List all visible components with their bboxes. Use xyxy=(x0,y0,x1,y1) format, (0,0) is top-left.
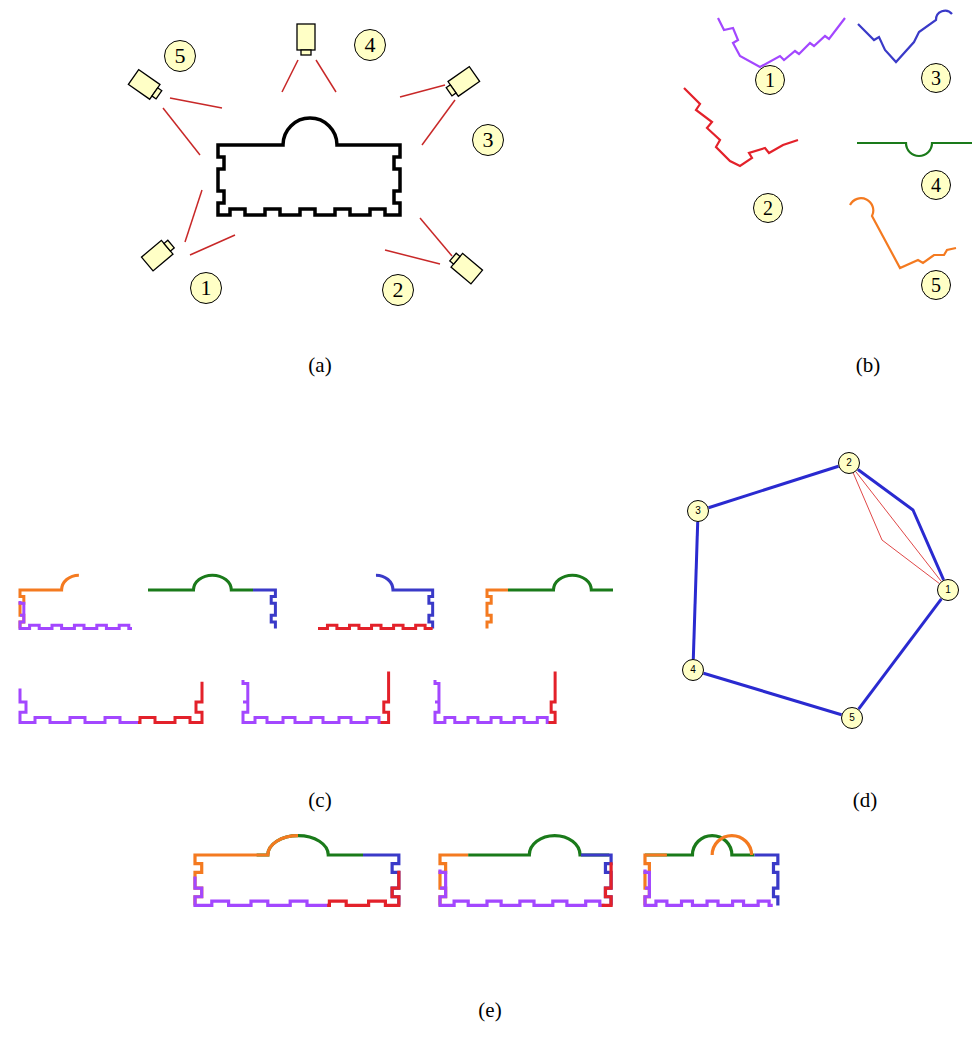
callout-circle: 1 xyxy=(755,65,785,95)
graph-edge xyxy=(859,599,942,709)
callout-circle: 5 xyxy=(921,270,951,300)
graph-edge xyxy=(709,466,839,507)
building-outline xyxy=(218,118,400,215)
callout-number: 5 xyxy=(931,275,941,295)
panel-label: (e) xyxy=(478,998,501,1023)
panel-label: (d) xyxy=(853,788,878,813)
graph-edge xyxy=(856,472,941,582)
view-lines xyxy=(163,60,455,264)
graph-edge xyxy=(693,522,697,659)
callout-number: 3 xyxy=(931,68,941,88)
callout-number: 1 xyxy=(945,585,951,595)
full-assemblies xyxy=(195,836,778,906)
callout-circle: 5 xyxy=(164,40,196,72)
graph-node: 2 xyxy=(838,452,860,474)
callout-circle: 2 xyxy=(382,274,414,306)
callout-number: 2 xyxy=(846,458,852,468)
callout-number: 5 xyxy=(849,713,855,723)
graph-edge xyxy=(853,473,939,583)
partial-assemblies xyxy=(20,575,613,722)
camera-icons xyxy=(128,24,482,284)
panel-label: (c) xyxy=(308,788,331,813)
graph-node: 4 xyxy=(682,659,704,681)
graph-node: 3 xyxy=(687,500,709,522)
callout-number: 3 xyxy=(695,506,701,516)
graph-node: 5 xyxy=(841,707,863,729)
graph-edge xyxy=(704,673,842,715)
panel-label: (b) xyxy=(856,353,881,378)
callout-circle: 3 xyxy=(472,124,504,156)
callout-number: 1 xyxy=(765,70,775,90)
fragments xyxy=(684,11,972,268)
callout-circle: 3 xyxy=(921,63,951,93)
callout-number: 2 xyxy=(763,198,773,218)
panel-label: (a) xyxy=(308,353,331,378)
callout-number: 4 xyxy=(931,175,941,195)
callout-number: 2 xyxy=(393,279,404,301)
callout-number: 1 xyxy=(201,277,212,299)
callout-circle: 4 xyxy=(921,170,951,200)
callout-circle: 4 xyxy=(354,29,386,61)
callout-number: 3 xyxy=(483,129,494,151)
callout-number: 4 xyxy=(690,665,696,675)
callout-circle: 2 xyxy=(753,193,783,223)
graph-edge xyxy=(858,470,944,580)
graph-node: 1 xyxy=(937,579,959,601)
callout-number: 4 xyxy=(365,34,376,56)
callout-number: 5 xyxy=(175,45,186,67)
callout-circle: 1 xyxy=(190,272,222,304)
